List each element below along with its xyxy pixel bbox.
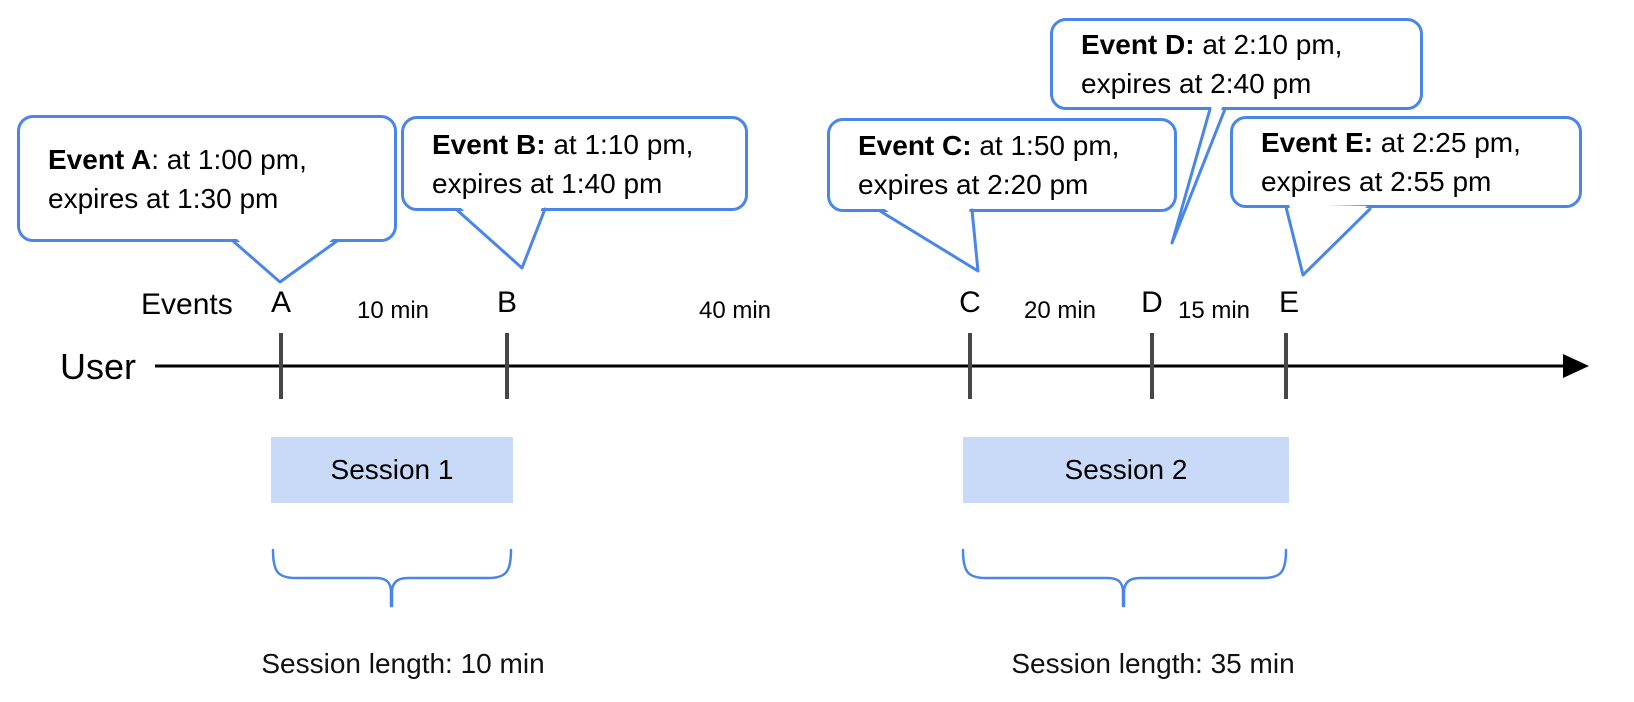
event-mark-b: B <box>496 286 518 319</box>
event-c-time: at 1:50 pm, <box>971 130 1120 161</box>
tick-d <box>1150 333 1154 399</box>
user-axis-label: User <box>60 346 137 387</box>
event-d-line2: expires at 2:40 pm <box>1081 68 1312 99</box>
session-1-length-label: Session length: 10 min <box>261 648 545 679</box>
event-mark-e: E <box>1278 286 1300 319</box>
event-mark-a: A <box>270 286 292 319</box>
event-c-line1: Event C: at 1:50 pm, <box>858 126 1174 165</box>
event-b-time: at 1:10 pm, <box>545 128 694 160</box>
event-c-bubble-tail <box>883 208 978 270</box>
event-b-line1: Event B: at 1:10 pm, <box>432 125 745 164</box>
event-e-bubble-tail-edge <box>1284 205 1372 277</box>
session-2-length-label: Session length: 35 min <box>1011 648 1295 679</box>
event-a-title: Event A <box>48 143 152 175</box>
event-mark-d: D <box>1141 286 1163 319</box>
session-2-box: Session 2 <box>963 437 1289 503</box>
interval-d-e: 15 min <box>1177 297 1251 324</box>
event-a-bubble: Event A: at 1:00 pm, expires at 1:30 pm <box>17 115 397 242</box>
event-b-title: Event B: <box>432 128 546 160</box>
tick-a <box>279 333 283 399</box>
tick-e <box>1284 333 1288 399</box>
event-c-line2: expires at 2:20 pm <box>858 169 1089 200</box>
event-e-time: at 2:25 pm, <box>1373 127 1521 158</box>
interval-a-b: 10 min <box>356 297 430 324</box>
event-e-title: Event E: <box>1261 127 1374 158</box>
event-d-title: Event D: <box>1081 29 1195 60</box>
event-c-title: Event C: <box>858 130 972 161</box>
event-b-bubble: Event B: at 1:10 pm, expires at 1:40 pm <box>401 116 748 211</box>
interval-b-c: 40 min <box>698 297 772 324</box>
event-b-bubble-tail <box>460 207 542 267</box>
session-1-brace <box>271 548 513 608</box>
event-a-bubble-tail <box>236 238 334 281</box>
event-mark-c: C <box>959 286 981 319</box>
event-a-bubble-tail-edge <box>231 239 339 284</box>
event-d-bubble-tail <box>1172 105 1223 242</box>
session-1-label: Session 1 <box>330 454 454 485</box>
event-d-line1: Event D: at 2:10 pm, <box>1081 25 1420 64</box>
event-c-bubble-tail-edge <box>878 208 980 273</box>
event-d-time: at 2:10 pm, <box>1194 29 1343 60</box>
events-axis-label: Events <box>141 288 233 321</box>
session-1-box: Session 1 <box>271 437 513 503</box>
event-d-bubble-tail-edge <box>1170 107 1227 245</box>
tick-b <box>505 333 509 399</box>
tick-c <box>968 333 972 399</box>
event-b-line2: expires at 1:40 pm <box>432 167 663 199</box>
event-a-time: : at 1:00 pm, <box>151 143 307 175</box>
event-a-line2: expires at 1:30 pm <box>48 182 279 214</box>
event-e-line1: Event E: at 2:25 pm, <box>1261 123 1579 162</box>
event-c-bubble: Event C: at 1:50 pm, expires at 2:20 pm <box>827 118 1177 212</box>
event-e-bubble-tail <box>1289 204 1367 274</box>
event-d-bubble: Event D: at 2:10 pm, expires at 2:40 pm <box>1050 18 1423 110</box>
event-a-line1: Event A: at 1:00 pm, <box>48 140 394 179</box>
session-2-brace <box>961 548 1288 608</box>
event-e-bubble: Event E: at 2:25 pm, expires at 2:55 pm <box>1230 116 1582 208</box>
timeline-arrowhead-icon <box>1563 354 1589 378</box>
event-e-line2: expires at 2:55 pm <box>1261 166 1492 197</box>
interval-c-d: 20 min <box>1023 297 1097 324</box>
session-2-label: Session 2 <box>1064 454 1188 485</box>
event-b-bubble-tail-edge <box>455 207 547 270</box>
